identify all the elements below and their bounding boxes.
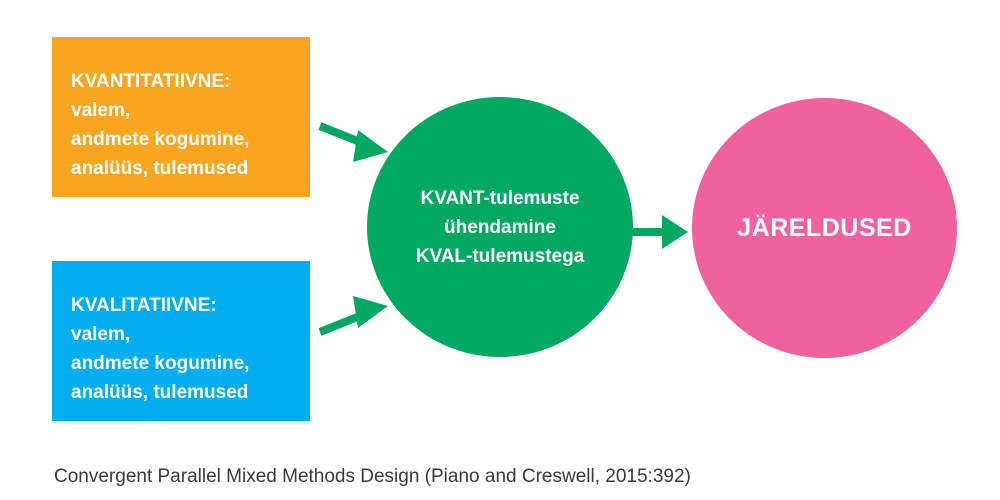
merge-line-1: KVANT-tulemuste [420,187,580,209]
qualitative-box: KVALITATIIVNE: valem, andmete kogumine, … [52,261,310,421]
quantitative-box: KVANTITATIIVNE: valem, andmete kogumine,… [52,37,310,197]
result-label: JÄRELDUSED [737,213,912,242]
qualitative-line-design: valem, [71,324,131,345]
arrow-qual-to-merge [318,296,388,336]
quantitative-line-design: valem, [71,100,131,121]
quantitative-line-collection: andmete kogumine, [71,129,250,150]
arrow-quant-to-merge [318,122,388,162]
merge-line-3: KVAL-tulemustega [415,245,585,267]
quantitative-title: KVANTITATIIVNE: [71,71,231,92]
qualitative-line-collection: andmete kogumine, [71,353,250,374]
qualitative-title: KVALITATIIVNE: [71,295,217,316]
figure-caption: Convergent Parallel Mixed Methods Design… [54,466,691,487]
qualitative-line-analysis: analüüs, tulemused [71,382,249,403]
merge-line-2: ühendamine [444,216,556,238]
merge-circle: KVANT-tulemuste ühendamine KVAL-tulemust… [367,97,633,357]
result-circle: JÄRELDUSED [692,98,957,358]
quantitative-line-analysis: analüüs, tulemused [71,158,249,179]
arrow-merge-to-result [632,215,688,249]
